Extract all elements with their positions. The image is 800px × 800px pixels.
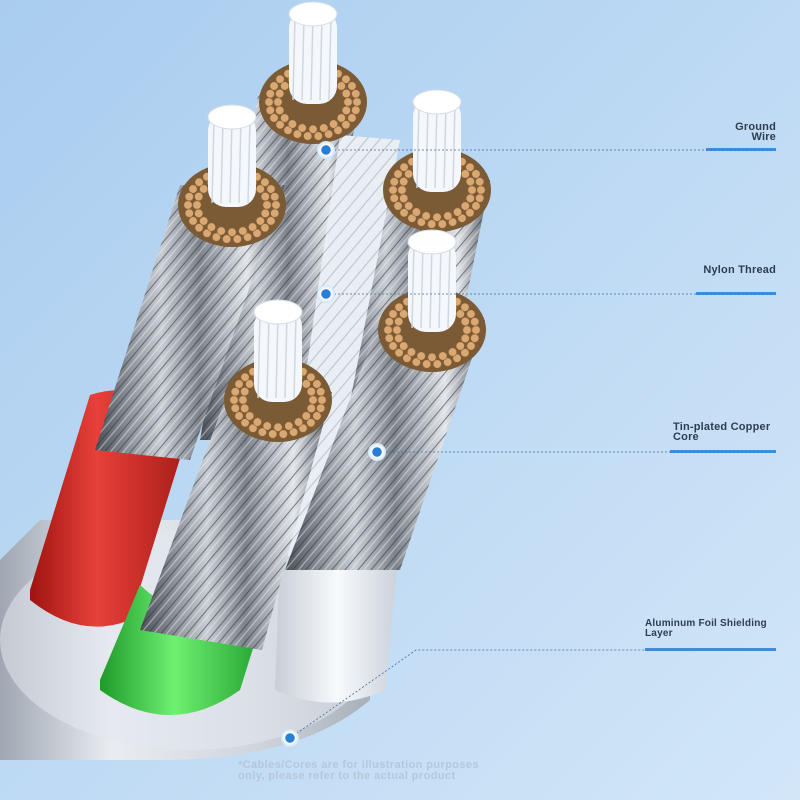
label-tin-plated-copper-core: Tin-plated Copper Core: [673, 421, 771, 443]
conductor-right-front: [285, 320, 485, 570]
callout-2: [317, 285, 776, 303]
callout-3: [368, 443, 776, 461]
label-ground-wire: Ground Wire: [735, 121, 776, 143]
label-nylon-thread: Nylon Thread: [703, 264, 776, 276]
green-core-jacket: [100, 585, 265, 715]
illustration-disclaimer: *Cables/Cores are for illustration purpo…: [238, 759, 479, 782]
callout-lines: [281, 141, 776, 747]
end-right-top: [383, 89, 491, 232]
conductor-front: [140, 392, 332, 650]
callout-4: [281, 648, 776, 747]
conductor-back-top: [200, 95, 360, 440]
end-front: [224, 299, 332, 442]
end-right-front: [378, 229, 486, 372]
end-back-top: [259, 1, 367, 144]
conductor-ends: [178, 1, 491, 442]
callout-1: [317, 141, 776, 159]
conductor-left: [95, 185, 285, 460]
end-left: [178, 104, 286, 247]
label-aluminum-foil-shielding-layer: Aluminum Foil Shielding Layer: [645, 618, 767, 639]
